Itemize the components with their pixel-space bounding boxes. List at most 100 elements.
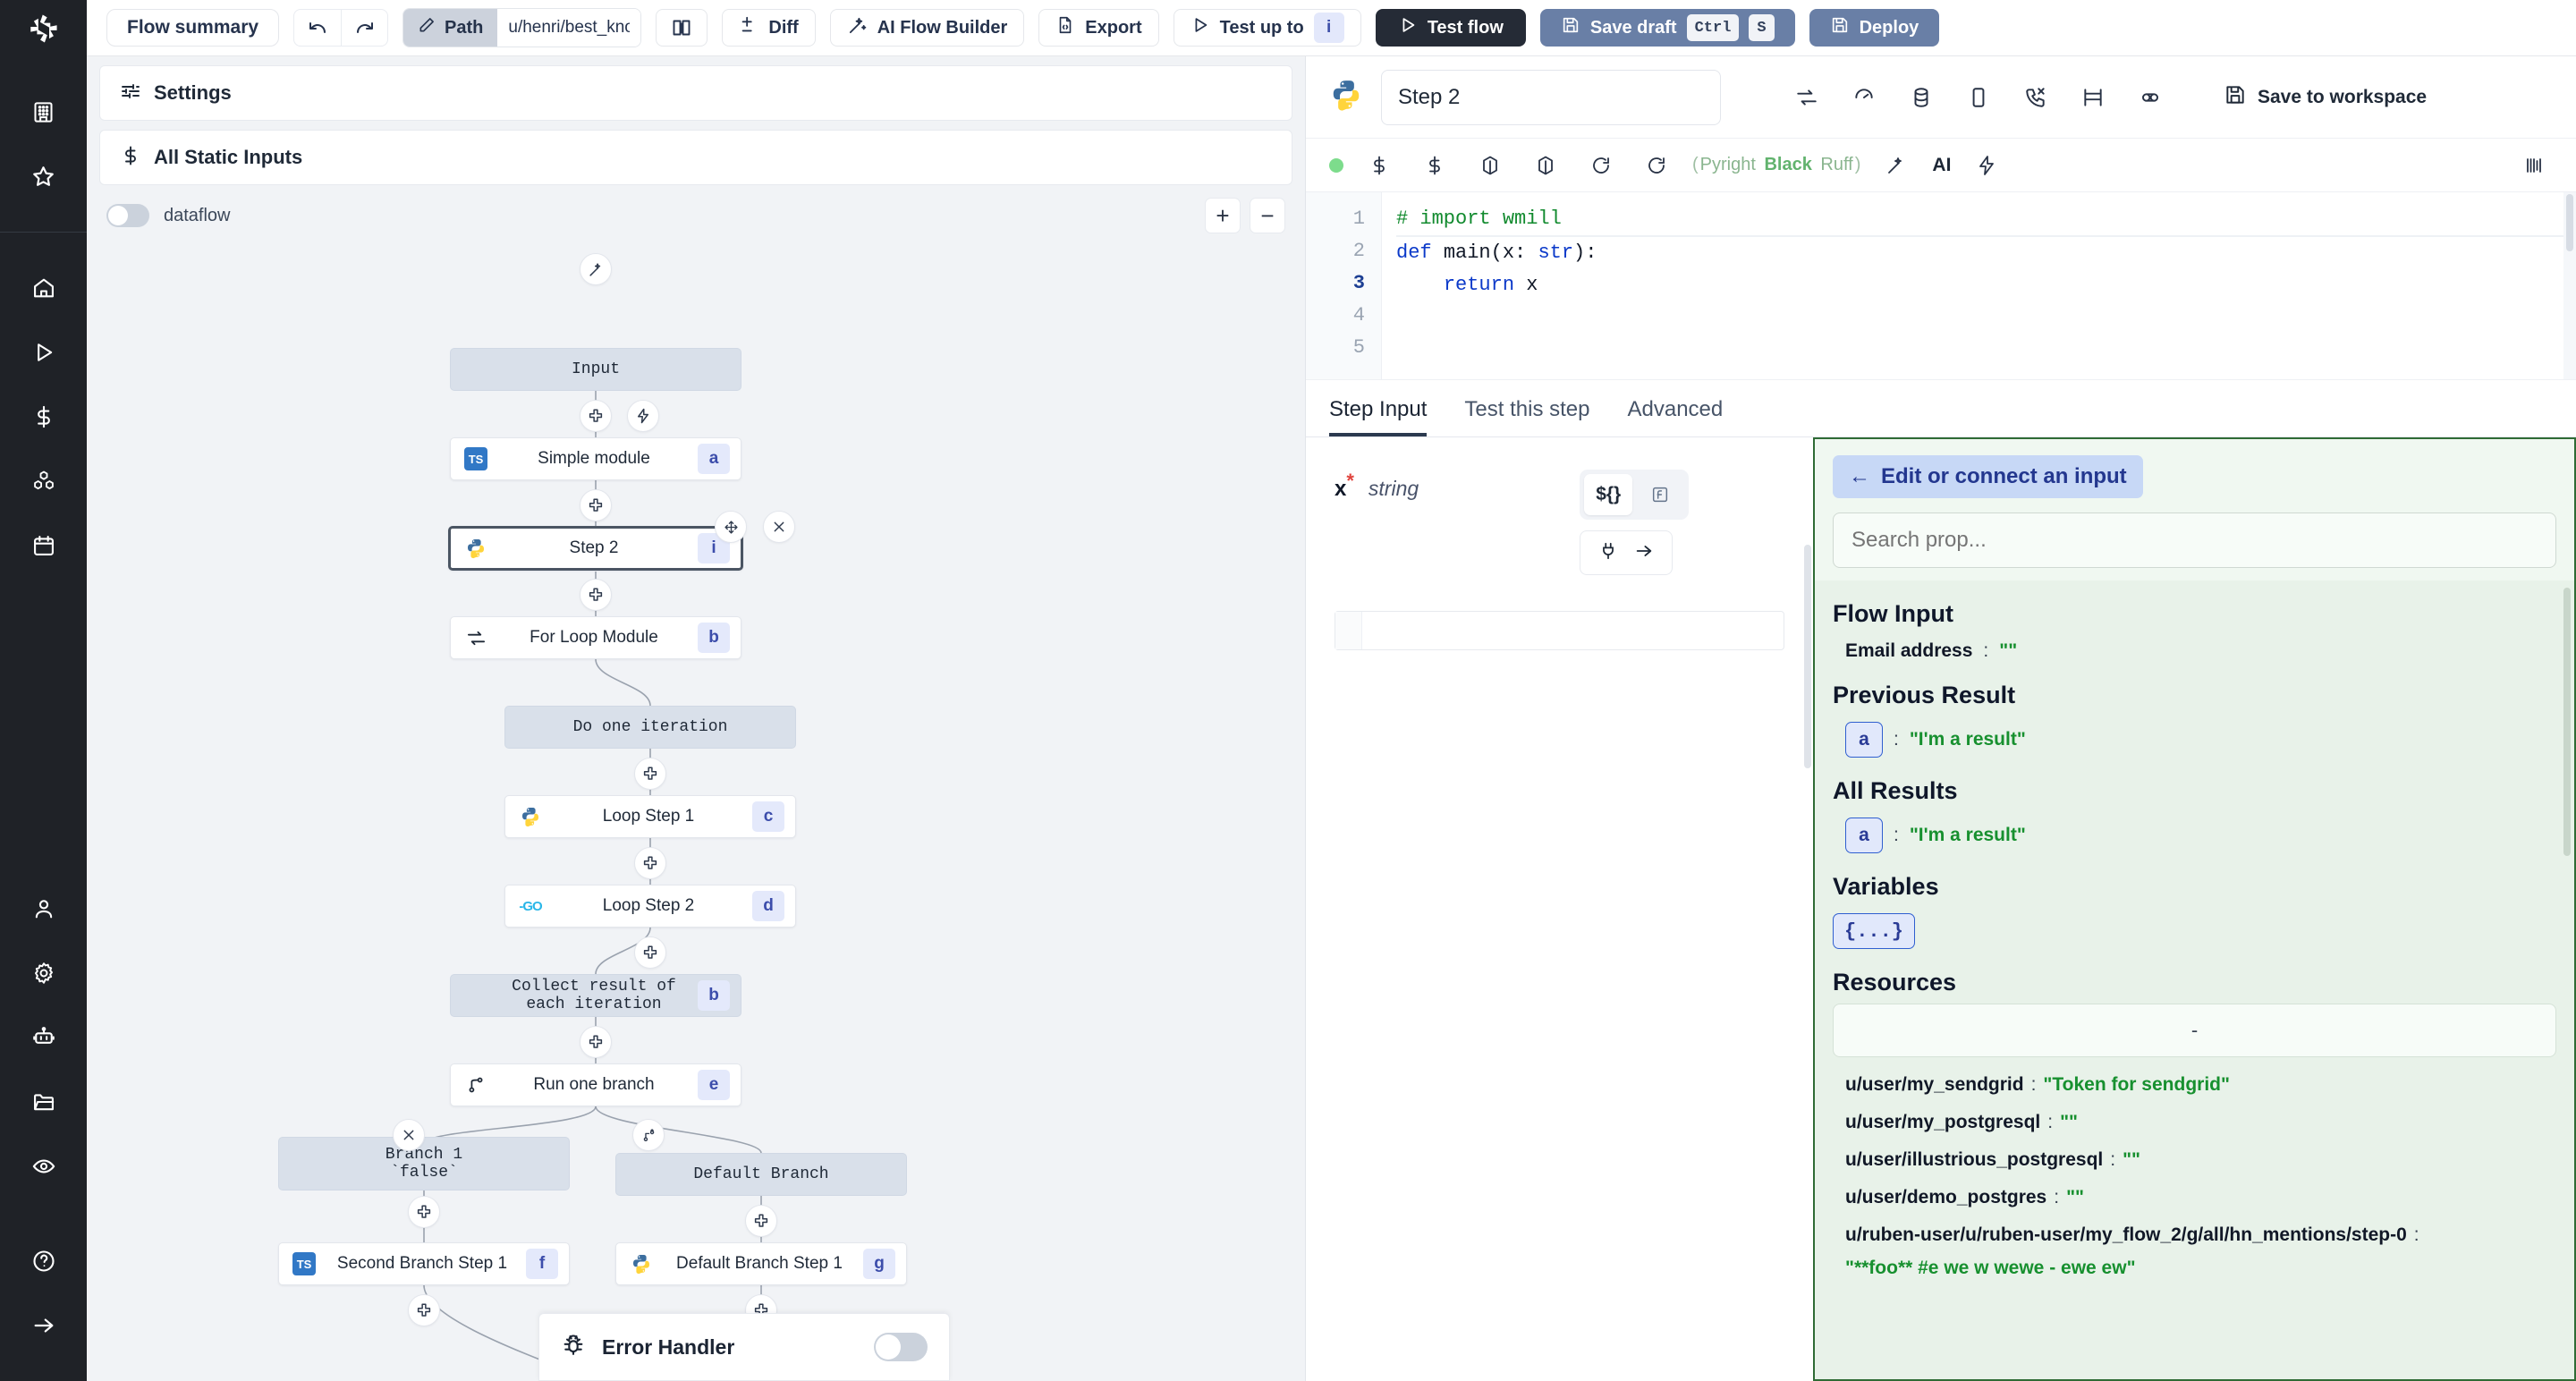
- export-button[interactable]: Export: [1038, 9, 1159, 47]
- node-do-one-iteration[interactable]: Do one iteration: [504, 706, 796, 749]
- cubes-icon[interactable]: [12, 449, 76, 513]
- variables-chip[interactable]: {...}: [1833, 913, 1916, 949]
- search-prop-input[interactable]: [1833, 513, 2556, 568]
- node-second-branch-step-1[interactable]: TS Second Branch Step 1 f: [278, 1242, 570, 1285]
- diff-button[interactable]: Diff: [722, 9, 816, 47]
- zoom-in-button[interactable]: +: [1205, 198, 1241, 233]
- resource-row[interactable]: u/user/demo_postgres:"": [1833, 1179, 2556, 1216]
- connector-list[interactable]: Flow Input Email address : "" Previous R…: [1815, 580, 2574, 1379]
- add-branch-icon[interactable]: [632, 1119, 665, 1151]
- tab-test-this-step[interactable]: Test this step: [1464, 397, 1590, 421]
- refresh-icon[interactable]: [1637, 146, 1676, 185]
- flow-summary-button[interactable]: Flow summary: [106, 9, 280, 47]
- step-input-scrollbar[interactable]: [1804, 545, 1811, 768]
- link-icon[interactable]: [2131, 78, 2170, 117]
- refresh-icon[interactable]: [1581, 146, 1621, 185]
- step-name-input[interactable]: [1381, 69, 1721, 125]
- resource-row[interactable]: u/user/my_postgresql:"": [1833, 1104, 2556, 1141]
- resource-row[interactable]: u/user/illustrious_postgresql:"": [1833, 1141, 2556, 1179]
- gear-icon[interactable]: [12, 941, 76, 1005]
- resource-row[interactable]: u/user/my_sendgrid:"Token for sendgrid": [1833, 1066, 2556, 1104]
- ai-flow-builder-button[interactable]: AI Flow Builder: [829, 9, 1025, 47]
- add-step-icon[interactable]: [580, 400, 612, 432]
- robot-icon[interactable]: [12, 1005, 76, 1070]
- add-step-icon[interactable]: [634, 847, 666, 879]
- minimap-icon[interactable]: [2513, 146, 2553, 185]
- lightning-icon[interactable]: [1967, 146, 2006, 185]
- save-draft-button[interactable]: Save draft Ctrl S: [1539, 9, 1795, 47]
- settings-section-header[interactable]: Settings: [99, 65, 1292, 121]
- path-field[interactable]: Path: [402, 8, 642, 47]
- book-icon[interactable]: [656, 9, 708, 47]
- test-up-to-button[interactable]: Test up to i: [1173, 9, 1361, 47]
- home-icon[interactable]: [12, 256, 76, 320]
- move-step-handle-icon[interactable]: [715, 511, 747, 543]
- node-branch-1[interactable]: Branch 1 `false`: [278, 1137, 570, 1190]
- mode-static-button[interactable]: [1636, 474, 1684, 515]
- database-icon[interactable]: [1902, 78, 1941, 117]
- add-step-icon[interactable]: [745, 1205, 777, 1237]
- remove-branch-icon[interactable]: [393, 1119, 425, 1151]
- deploy-button[interactable]: Deploy: [1809, 9, 1940, 47]
- error-handler-toggle[interactable]: [874, 1333, 928, 1361]
- tab-step-input[interactable]: Step Input: [1329, 397, 1428, 436]
- node-step-2[interactable]: Step 2 i: [448, 526, 743, 571]
- play-icon[interactable]: [12, 320, 76, 385]
- formatter-black[interactable]: Black: [1764, 155, 1812, 174]
- edit-or-connect-input-button[interactable]: ← Edit or connect an input: [1833, 455, 2143, 498]
- zoom-out-button[interactable]: −: [1250, 198, 1285, 233]
- formatter-pyright[interactable]: Pyright: [1699, 155, 1756, 174]
- dataflow-toggle[interactable]: [106, 204, 149, 227]
- gate-icon[interactable]: [2073, 78, 2113, 117]
- tab-advanced[interactable]: Advanced: [1627, 397, 1724, 421]
- user-icon[interactable]: [12, 877, 76, 941]
- node-loop-step-2[interactable]: -GO Loop Step 2 d: [504, 885, 796, 928]
- add-step-icon[interactable]: [580, 489, 612, 521]
- dollar-icon[interactable]: [1360, 146, 1399, 185]
- flow-graph-canvas[interactable]: Input TS Simple module a: [87, 233, 1305, 1381]
- add-step-icon[interactable]: [408, 1196, 440, 1228]
- undo-icon[interactable]: [294, 10, 341, 46]
- phone-icon[interactable]: [2016, 78, 2055, 117]
- clock-icon[interactable]: [1844, 78, 1884, 117]
- add-step-icon[interactable]: [634, 758, 666, 790]
- node-input[interactable]: Input: [450, 348, 741, 391]
- path-input[interactable]: [497, 9, 641, 47]
- delete-step-icon[interactable]: [763, 511, 795, 543]
- mode-dynamic-button[interactable]: ${}: [1584, 474, 1633, 515]
- connect-input-button[interactable]: [1580, 530, 1674, 575]
- connector-row[interactable]: a : "I'm a result": [1833, 716, 2556, 763]
- add-trigger-icon[interactable]: [627, 400, 659, 432]
- package-icon[interactable]: [1470, 146, 1510, 185]
- connector-row[interactable]: a : "I'm a result": [1833, 812, 2556, 859]
- ai-generate-step-icon[interactable]: [580, 253, 612, 285]
- row-chip[interactable]: a: [1845, 722, 1883, 758]
- code-text[interactable]: # import wmill def main(x: str): return …: [1381, 192, 2576, 379]
- arrow-right-icon[interactable]: [12, 1293, 76, 1358]
- value-text[interactable]: [1362, 612, 1784, 649]
- error-handler-card[interactable]: Error Handler: [538, 1313, 950, 1381]
- node-default-branch-step-1[interactable]: Default Branch Step 1 g: [615, 1242, 907, 1285]
- loop-icon[interactable]: [1787, 78, 1826, 117]
- add-step-icon[interactable]: [634, 936, 666, 969]
- connector-scrollbar[interactable]: [2563, 588, 2571, 856]
- node-simple-module[interactable]: TS Simple module a: [450, 437, 741, 480]
- all-static-inputs-header[interactable]: All Static Inputs: [99, 130, 1292, 185]
- node-collect-result[interactable]: Collect result of each iteration b: [450, 974, 741, 1017]
- resource-empty-row[interactable]: -: [1833, 1004, 2556, 1057]
- dollar-icon[interactable]: [12, 385, 76, 449]
- row-chip[interactable]: a: [1845, 818, 1883, 853]
- node-default-branch[interactable]: Default Branch: [615, 1153, 907, 1196]
- node-loop-step-1[interactable]: Loop Step 1 c: [504, 795, 796, 838]
- formatter-ruff[interactable]: Ruff: [1820, 155, 1853, 174]
- resource-row-long[interactable]: u/ruben-user/u/ruben-user/my_flow_2/g/al…: [1833, 1216, 2556, 1254]
- connector-row[interactable]: {...}: [1833, 908, 2556, 954]
- folder-icon[interactable]: [12, 1070, 76, 1134]
- star-icon[interactable]: [12, 144, 76, 208]
- wand-icon[interactable]: [1877, 146, 1916, 185]
- app-icon[interactable]: [1959, 78, 1998, 117]
- windmill-logo-icon[interactable]: [0, 0, 87, 56]
- save-to-workspace-button[interactable]: Save to workspace: [2224, 83, 2427, 112]
- test-flow-button[interactable]: Test flow: [1375, 9, 1526, 47]
- ai-label[interactable]: AI: [1932, 154, 1952, 175]
